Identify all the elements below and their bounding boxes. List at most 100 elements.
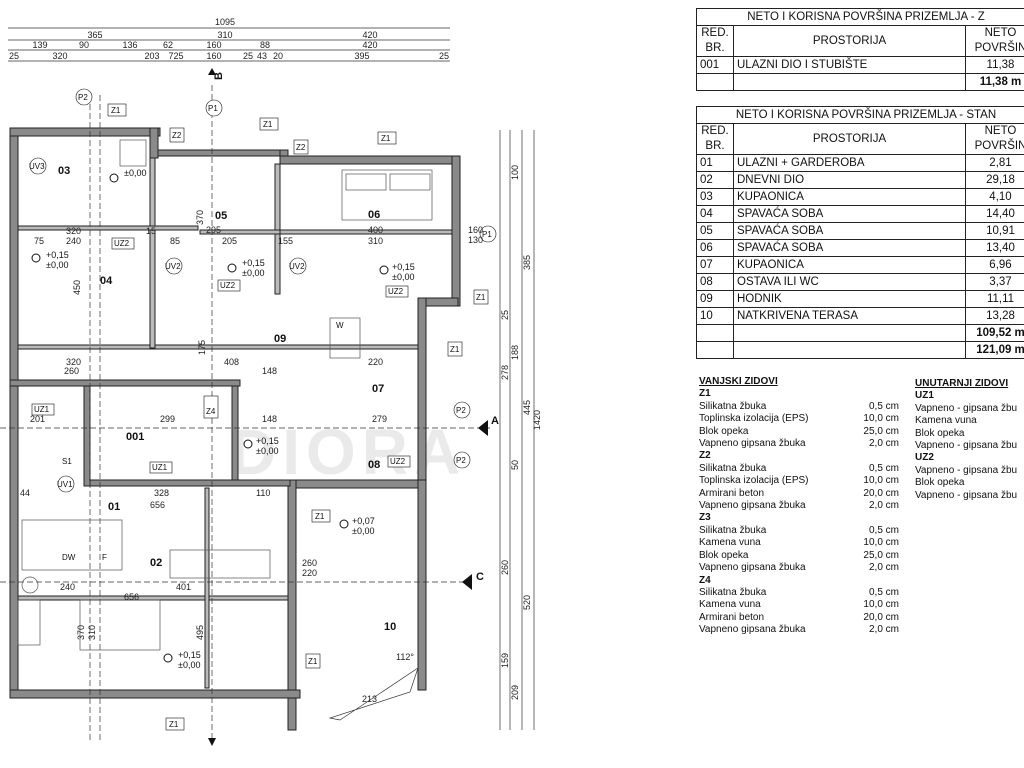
svg-text:400: 400: [368, 225, 383, 235]
svg-text:UZ1: UZ1: [34, 405, 50, 414]
element-tags: Z1 Z1 Z1 Z2 Z2 UZ2 UZ2 UZ2 UZ1 UZ1 UZ2 Z…: [29, 88, 497, 731]
svg-text:155: 155: [278, 236, 293, 246]
svg-text:148: 148: [262, 366, 277, 376]
room-07: 07: [372, 383, 384, 395]
room-05: 05: [215, 210, 227, 222]
svg-text:20: 20: [273, 51, 283, 61]
svg-text:370: 370: [76, 625, 86, 640]
svg-text:UV2: UV2: [165, 262, 181, 271]
level-markers: ±0,00 +0,15 ±0,00 +0,15±0,00 +0,15±0,00 …: [31, 168, 415, 670]
svg-text:205: 205: [222, 236, 237, 246]
svg-text:+0,15: +0,15: [256, 436, 279, 446]
svg-text:B: B: [213, 72, 225, 80]
walls: [9, 127, 461, 731]
svg-text:148: 148: [262, 414, 277, 424]
svg-text:1420: 1420: [532, 410, 542, 430]
svg-text:Z1: Z1: [450, 345, 460, 354]
svg-text:Z1: Z1: [169, 720, 179, 729]
svg-text:50: 50: [510, 460, 520, 470]
svg-text:+0,15: +0,15: [46, 250, 69, 260]
svg-text:160: 160: [468, 225, 483, 235]
svg-text:44: 44: [20, 488, 30, 498]
svg-text:Z1: Z1: [263, 120, 273, 129]
svg-text:260: 260: [500, 560, 510, 575]
svg-text:75: 75: [34, 236, 44, 246]
svg-text:420: 420: [362, 40, 377, 50]
table1-caption: NETO I KORISNA POVRŠINA PRIZEMLJA - Z: [696, 8, 1024, 26]
svg-text:130: 130: [468, 235, 483, 245]
room-04: 04: [100, 275, 113, 287]
svg-text:P2: P2: [456, 456, 466, 465]
svg-text:UZ2: UZ2: [390, 457, 406, 466]
svg-text:P1: P1: [208, 104, 218, 113]
svg-text:±0,00: ±0,00: [242, 268, 264, 278]
svg-text:+0,07: +0,07: [352, 516, 375, 526]
svg-text:110: 110: [256, 488, 270, 498]
top-dimensions: 1095 365 310 420 139 90 136 62 160 88 42…: [8, 17, 450, 62]
svg-text:62: 62: [163, 40, 173, 50]
svg-text:160: 160: [206, 40, 221, 50]
svg-text:UZ2: UZ2: [388, 287, 404, 296]
interior-dimensions: 320 240 75 15 85 295 205 155 400 310 450…: [20, 210, 414, 704]
svg-text:Z2: Z2: [172, 131, 182, 140]
svg-text:160: 160: [206, 51, 221, 61]
svg-text:25: 25: [500, 310, 510, 320]
svg-text:15: 15: [146, 226, 156, 236]
svg-text:112°: 112°: [396, 652, 414, 662]
svg-text:A: A: [491, 415, 499, 427]
svg-text:UZ2: UZ2: [114, 239, 130, 248]
svg-text:188: 188: [510, 345, 520, 360]
svg-text:UV2: UV2: [289, 262, 305, 271]
svg-text:UZ1: UZ1: [152, 463, 168, 472]
table2-caption: NETO I KORISNA POVRŠINA PRIZEMLJA - STAN: [696, 106, 1024, 124]
svg-text:520: 520: [522, 595, 532, 610]
svg-text:±0,00: ±0,00: [124, 168, 146, 178]
svg-text:385: 385: [522, 255, 532, 270]
svg-text:S1: S1: [62, 457, 72, 466]
svg-text:495: 495: [195, 625, 205, 640]
svg-text:725: 725: [168, 51, 183, 61]
svg-text:365: 365: [87, 30, 102, 40]
svg-text:278: 278: [500, 365, 510, 380]
svg-text:139: 139: [32, 40, 47, 50]
svg-text:299: 299: [160, 414, 175, 424]
room-03: 03: [58, 165, 70, 177]
svg-text:260: 260: [302, 558, 317, 568]
svg-text:100: 100: [510, 165, 520, 180]
svg-text:201: 201: [30, 414, 45, 424]
dim-total: 1095: [215, 17, 235, 27]
floor-plan: 1095 365 310 420 139 90 136 62 160 88 42…: [0, 17, 542, 746]
room-labels: 03 05 06 04 09 07 001 08 01 02 10: [58, 165, 396, 633]
room-01: 01: [108, 501, 120, 513]
svg-text:260: 260: [64, 366, 79, 376]
svg-text:328: 328: [154, 488, 169, 498]
svg-text:43: 43: [257, 51, 267, 61]
svg-text:320: 320: [52, 51, 67, 61]
svg-text:25: 25: [439, 51, 449, 61]
svg-text:136: 136: [122, 40, 137, 50]
svg-text:420: 420: [362, 30, 377, 40]
svg-text:408: 408: [224, 357, 239, 367]
svg-text:310: 310: [368, 236, 383, 246]
svg-text:310: 310: [217, 30, 232, 40]
svg-text:±0,00: ±0,00: [46, 260, 68, 270]
area-table-apartment: NETO I KORISNA POVRŠINA PRIZEMLJA - STAN…: [696, 106, 1024, 359]
svg-text:Z4: Z4: [206, 407, 216, 416]
svg-text:88: 88: [260, 40, 270, 50]
furniture: [17, 139, 433, 721]
room-09: 09: [274, 333, 286, 345]
svg-text:85: 85: [170, 236, 180, 246]
svg-text:Z1: Z1: [476, 293, 486, 302]
svg-text:450: 450: [72, 280, 82, 295]
room-02: 02: [150, 557, 162, 569]
svg-text:320: 320: [66, 357, 81, 367]
room-06: 06: [368, 209, 380, 221]
svg-text:Z1: Z1: [315, 512, 325, 521]
svg-text:DW: DW: [62, 553, 76, 562]
